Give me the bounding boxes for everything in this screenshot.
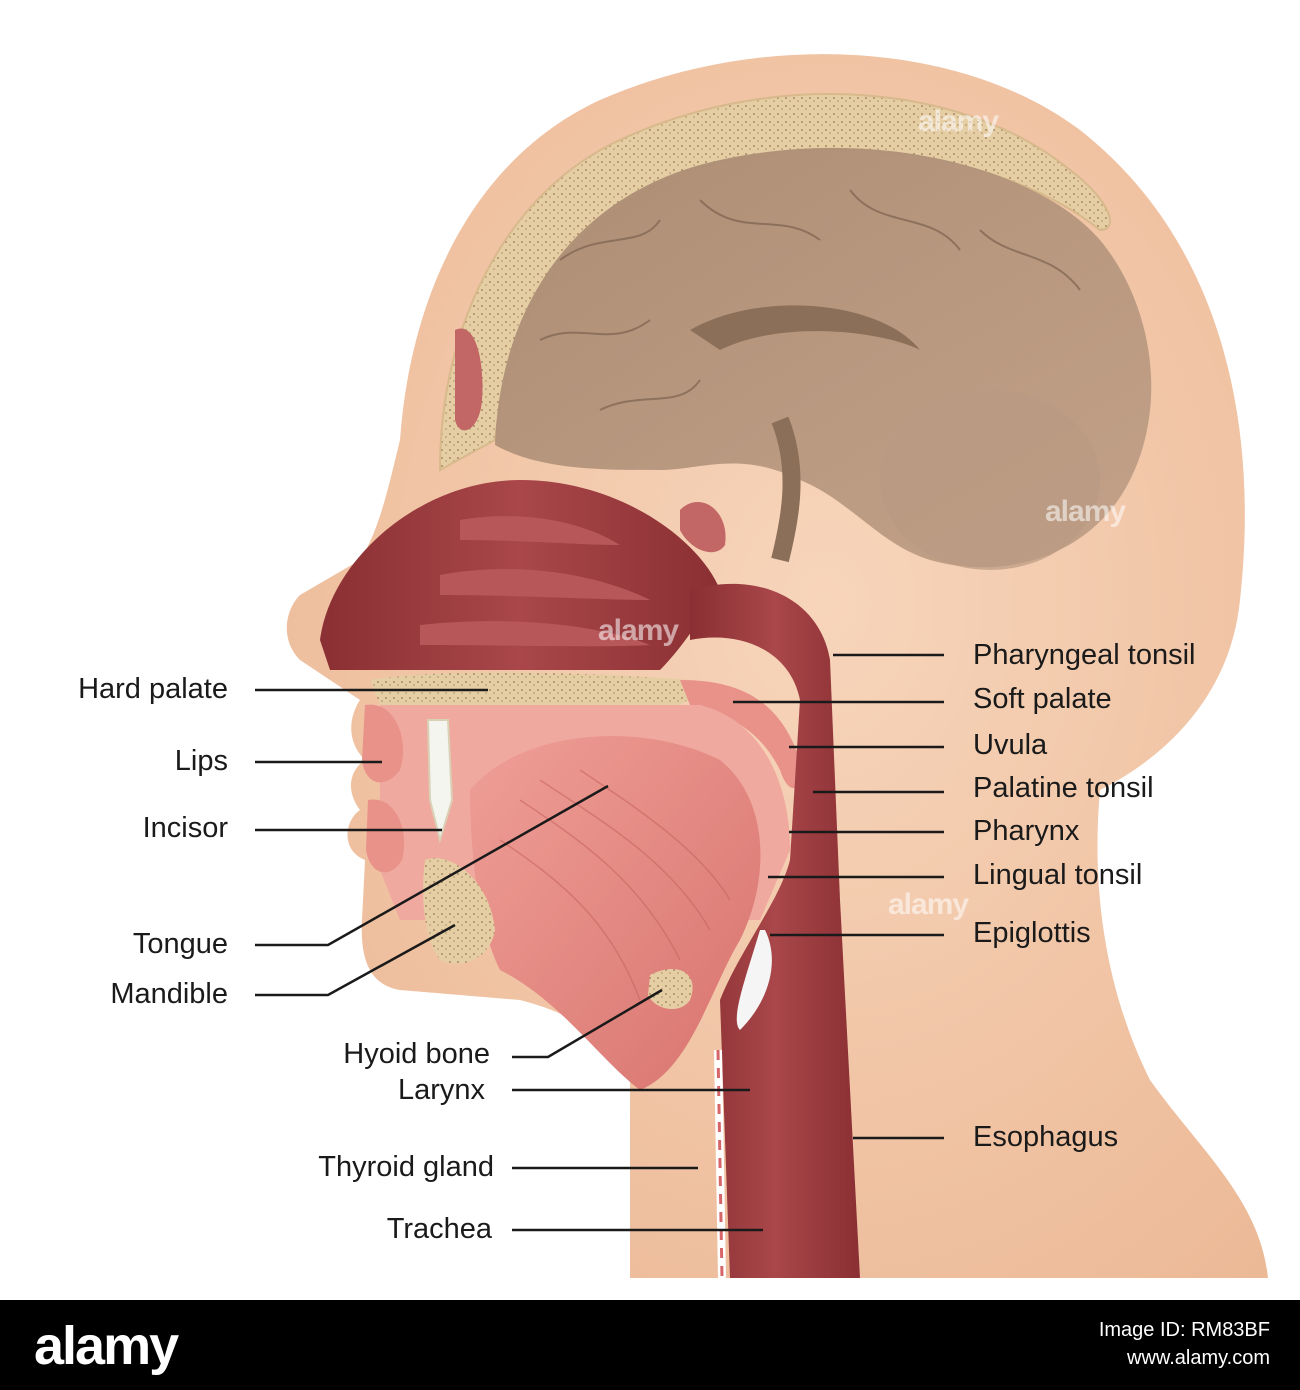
- label-soft-palate: Soft palate: [973, 683, 1112, 715]
- footer-bar: alamy Image ID: RM83BF www.alamy.com: [0, 1300, 1300, 1390]
- label-pharynx: Pharynx: [973, 815, 1080, 847]
- label-pharyngeal-tonsil: Pharyngeal tonsil: [973, 639, 1196, 671]
- mandible-bone: [423, 858, 495, 964]
- leader-lines-left: [255, 688, 763, 1232]
- hard-palate-bone: [370, 672, 695, 705]
- nasal-conchae: [420, 516, 650, 647]
- label-trachea: Trachea: [386, 1213, 492, 1245]
- label-lips: Lips: [174, 745, 228, 777]
- image-id: Image ID: RM83BF: [1098, 1319, 1270, 1341]
- tongue-muscle-lines: [499, 769, 731, 1001]
- leader-lines-right: [733, 653, 944, 1140]
- watermark-text: alamy: [1045, 495, 1126, 528]
- watermark-text: alamy: [918, 105, 999, 138]
- pharynx-column: [690, 583, 860, 1278]
- site-url: www.alamy.com: [1127, 1347, 1270, 1369]
- watermark-text: alamy: [598, 614, 679, 647]
- label-thyroid-gland: Thyroid gland: [318, 1151, 494, 1183]
- soft-palate: [680, 680, 801, 789]
- frontal-sinus: [455, 328, 483, 431]
- watermark-text: alamy: [888, 888, 969, 921]
- label-tongue: Tongue: [132, 928, 228, 960]
- sphenoid-sinus: [680, 502, 726, 553]
- cerebellum: [880, 390, 1100, 570]
- teeth: [426, 719, 454, 844]
- label-hard-palate: Hard palate: [78, 673, 228, 705]
- label-epiglottis: Epiglottis: [973, 917, 1091, 949]
- label-larynx: Larynx: [397, 1074, 485, 1106]
- label-mandible: Mandible: [110, 978, 228, 1010]
- label-esophagus: Esophagus: [973, 1121, 1119, 1153]
- trachea-rings: [714, 1049, 726, 1279]
- corpus-callosum: [690, 305, 920, 350]
- brain-gyri: [539, 189, 1081, 411]
- footer-meta: Image ID: RM83BF www.alamy.com: [1099, 1316, 1270, 1372]
- footer-logo: alamy: [34, 1316, 179, 1376]
- label-palatine-tonsil: Palatine tonsil: [973, 772, 1154, 804]
- lower-lip: [366, 799, 405, 873]
- label-hyoid-bone: Hyoid bone: [343, 1038, 490, 1070]
- hyoid-shape: [648, 969, 693, 1010]
- label-uvula: Uvula: [973, 729, 1048, 761]
- label-lingual-tonsil: Lingual tonsil: [973, 859, 1143, 891]
- head-cross-section-illustration: [255, 54, 1268, 1279]
- label-incisor: Incisor: [142, 812, 228, 844]
- brainstem: [771, 416, 801, 563]
- epiglottis-shape: [736, 930, 772, 1030]
